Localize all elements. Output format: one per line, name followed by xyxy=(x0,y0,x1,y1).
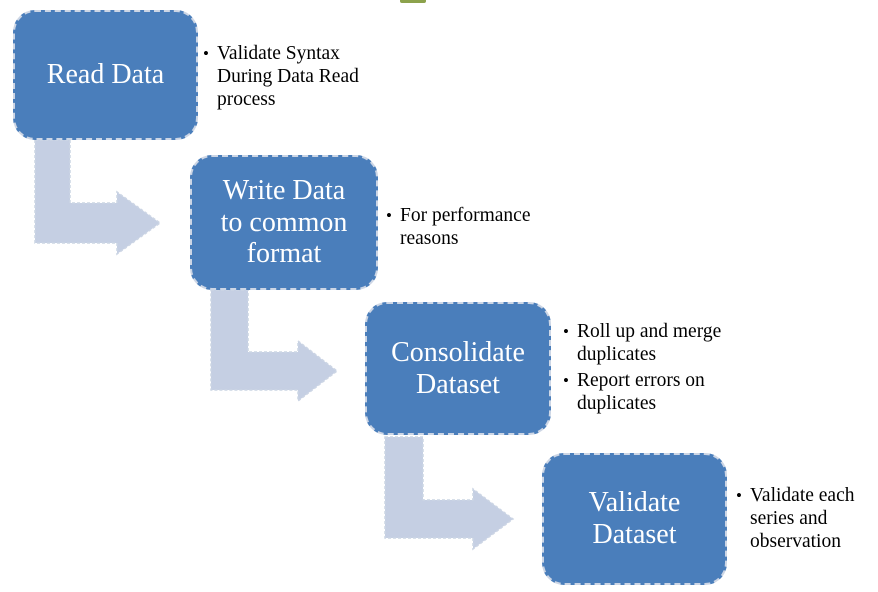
bent-arrow-consolidate-to-validate xyxy=(384,436,515,551)
bullet-list-read-data: • Validate Syntax During Data Read proce… xyxy=(203,42,398,114)
bullet-text: Report errors on duplicates xyxy=(577,370,705,414)
bullet-marker: • xyxy=(563,322,569,341)
bullet-marker: • xyxy=(203,44,209,63)
bullet-list-validate-dataset: • Validate each series and observation xyxy=(736,484,878,556)
cropped-green-shape-fragment xyxy=(400,0,426,3)
bullet-text: Validate Syntax During Data Read process xyxy=(217,43,359,110)
step-box-validate-dataset: Validate Dataset xyxy=(542,453,727,585)
bullet-text: Roll up and merge duplicates xyxy=(577,321,722,365)
bullet-item: • Report errors on duplicates xyxy=(563,369,763,415)
step-title: Read Data xyxy=(46,59,165,91)
step-title: Validate Dataset xyxy=(588,487,681,550)
bullet-item: • Roll up and merge duplicates xyxy=(563,320,763,366)
step-box-read-data: Read Data xyxy=(13,10,198,140)
step-box-consolidate-dataset: Consolidate Dataset xyxy=(365,302,551,435)
bullet-item: • Validate each series and observation xyxy=(736,484,878,553)
bullet-list-write-data: • For performance reasons xyxy=(386,204,571,253)
step-box-write-data: Write Data to common format xyxy=(190,155,378,290)
bullet-item: • For performance reasons xyxy=(386,204,571,250)
bullet-text: Validate each series and observation xyxy=(750,485,855,552)
bent-arrow-read-to-write xyxy=(34,139,162,256)
bullet-list-consolidate-dataset: • Roll up and merge duplicates • Report … xyxy=(563,320,763,418)
step-title: Consolidate Dataset xyxy=(391,336,525,400)
bullet-item: • Validate Syntax During Data Read proce… xyxy=(203,42,398,111)
bullet-text: For performance reasons xyxy=(400,205,531,249)
bent-arrow-write-to-consolidate xyxy=(210,289,339,403)
bullet-marker: • xyxy=(563,371,569,390)
bullet-marker: • xyxy=(386,206,392,225)
bullet-marker: • xyxy=(736,486,742,505)
step-title: Write Data to common format xyxy=(220,174,348,270)
